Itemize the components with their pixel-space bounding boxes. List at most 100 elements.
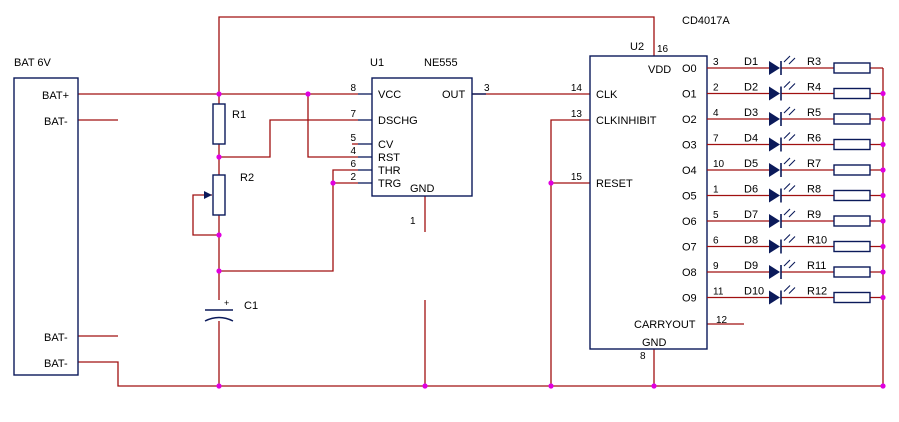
u2-output-name: O5 <box>682 191 697 203</box>
led-triangle <box>769 86 780 101</box>
u2-output-name: O0 <box>682 63 697 75</box>
u2-pin-number: 14 <box>571 83 583 94</box>
u2-output-name: O6 <box>682 216 697 228</box>
u2-output-pin-number: 1 <box>713 185 719 196</box>
resistor-label: R11 <box>807 260 826 272</box>
resistor-body <box>833 215 871 227</box>
u2-output-pin-number: 3 <box>713 57 719 68</box>
junctions <box>216 91 886 389</box>
battery-pin-plus: BAT+ <box>42 90 69 102</box>
u2-output-name: O9 <box>682 293 697 305</box>
resistor-label: R8 <box>807 184 821 196</box>
junction <box>422 383 428 389</box>
wire-inhibit-reset <box>550 119 590 386</box>
led-emission-arrows <box>783 81 796 90</box>
led-triangle <box>769 61 780 75</box>
junction <box>880 192 886 199</box>
u1-pin-name: RST <box>378 152 400 164</box>
wire-vcc-top <box>218 16 655 94</box>
led-emission-arrows <box>783 285 796 294</box>
resistor-body <box>833 240 871 253</box>
resistor-body <box>833 87 871 100</box>
junction <box>880 383 886 389</box>
r2-wiper-arrow <box>204 191 212 199</box>
led-label: D2 <box>744 82 758 94</box>
led-label: D1 <box>744 56 758 68</box>
u2-output-pin-number: 5 <box>713 210 719 221</box>
u1-pin-name: VCC <box>378 89 401 101</box>
u2-pin-number: 15 <box>571 172 583 183</box>
u1-pin-name: TRG <box>378 178 401 190</box>
led-triangle <box>769 137 780 152</box>
u2-output-pin-number: 2 <box>713 83 719 94</box>
u2-gnd-num: 8 <box>640 351 646 362</box>
u1-gnd-num: 1 <box>410 216 416 227</box>
u2-vdd-num: 16 <box>657 44 669 55</box>
led-label: D6 <box>744 184 758 196</box>
junction <box>216 268 222 274</box>
resistor-body <box>833 291 871 304</box>
led-triangle <box>769 214 780 228</box>
resistor-body <box>833 266 871 278</box>
resistor-label: R5 <box>807 107 821 119</box>
wire-rst <box>307 94 358 158</box>
junction <box>216 91 222 97</box>
led-emission-arrows <box>783 157 796 167</box>
resistor-body <box>833 113 871 125</box>
r2-label: R2 <box>240 172 254 184</box>
resistor-label: R12 <box>807 286 827 298</box>
resistor-label: R10 <box>807 235 827 247</box>
wire-ground <box>78 361 883 387</box>
junction <box>305 91 311 97</box>
u2-part: CD4017A <box>682 15 730 27</box>
led-label: D9 <box>744 260 758 272</box>
led-label: D5 <box>744 158 758 170</box>
led-emission-arrows <box>783 208 796 218</box>
junction <box>548 383 554 389</box>
resistor-body <box>833 138 871 151</box>
u2-output-pin-number: 6 <box>713 236 719 247</box>
u1-part: NE555 <box>424 57 458 69</box>
junction <box>880 116 886 122</box>
u2-output-pin-number: 7 <box>713 134 719 145</box>
led-triangle <box>769 239 780 254</box>
led-emission-arrows <box>783 106 796 116</box>
r1-body <box>212 103 226 145</box>
led-triangle <box>769 112 780 126</box>
led-emission-arrows <box>783 55 796 65</box>
junction <box>548 180 554 186</box>
u2-pin-name: CLK <box>596 89 618 101</box>
led-emission-arrows <box>783 234 796 243</box>
u2-vdd-name: VDD <box>648 64 671 76</box>
resistor-body <box>833 164 871 176</box>
wire-dschg <box>219 119 358 158</box>
led-label: D3 <box>744 107 758 119</box>
u2-output-pin-number: 10 <box>713 159 725 170</box>
ic-cd4017a: CD4017A U2 16 VDD 14CLK13CLKINHIBIT15RES… <box>571 15 886 362</box>
u2-carryout-name: CARRYOUT <box>634 319 696 331</box>
c1-polarity: + <box>224 298 229 308</box>
u1-out-name: OUT <box>442 89 466 101</box>
battery-pin-minus-1: BAT- <box>44 116 68 128</box>
junction <box>330 180 336 186</box>
u2-output-name: O4 <box>682 165 697 177</box>
u2-output-name: O1 <box>682 89 697 101</box>
resistor-r1: R1 <box>212 103 246 145</box>
u1-pin-number: 7 <box>350 109 356 120</box>
led-triangle <box>769 163 780 177</box>
c1-plate-bottom <box>204 316 234 322</box>
wires <box>78 16 884 387</box>
u1-pin-number: 2 <box>350 172 356 183</box>
u2-output-name: O8 <box>682 267 697 279</box>
u2-pin-name: RESET <box>596 178 633 190</box>
resistor-label: R7 <box>807 158 821 170</box>
u1-gnd-name: GND <box>410 183 435 195</box>
battery: BAT 6V BAT+ BAT- BAT- BAT- <box>13 57 79 376</box>
junction <box>880 243 886 250</box>
junction <box>880 141 886 148</box>
battery-label: BAT 6V <box>14 57 52 69</box>
